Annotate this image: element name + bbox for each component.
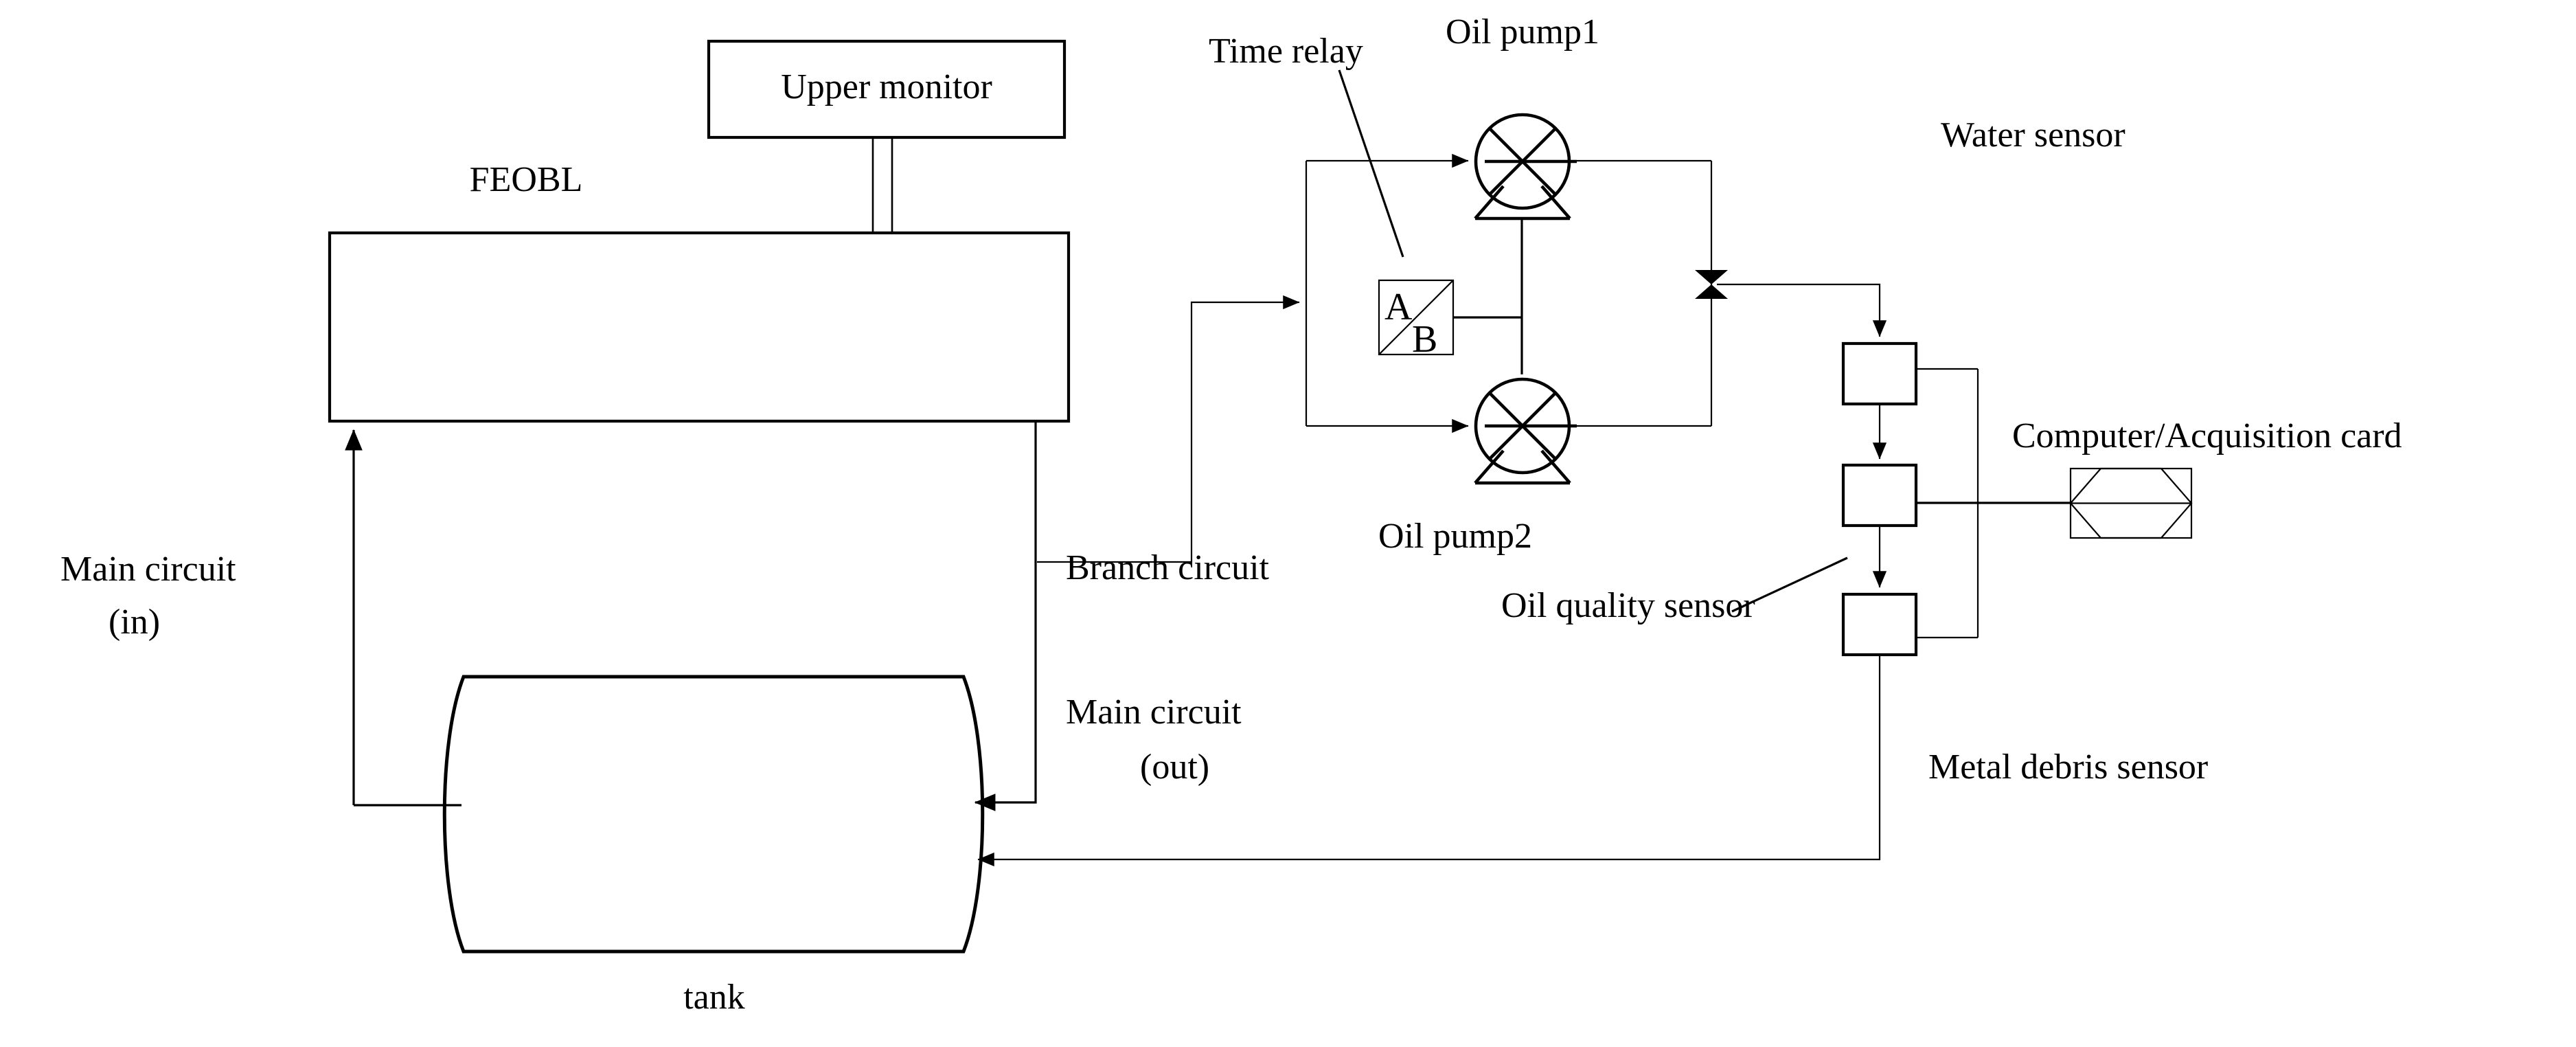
branch-circuit-label: Branch circuit [1066,548,1270,587]
feobl-label: FEOBL [470,160,583,199]
water-sensor-node[interactable] [1841,341,1918,406]
metal-debris-sensor-label: Metal debris sensor [1928,747,2208,787]
main-circuit-out-label-line1: Main circuit [1066,693,1242,732]
metal-debris-return-path [977,655,1881,867]
main-circuit-out-path [974,421,1037,811]
time-relay-diagonal [1378,280,1454,355]
time-relay-label-b: B [1412,318,1437,361]
oil-quality-leader-line [1731,556,1848,613]
upper-monitor-node[interactable]: Upper monitor [707,39,1067,139]
valve-to-water-sensor-path [1717,283,1887,337]
metal-debris-sensor-box [1841,592,1918,657]
branch-circuit-path [1037,295,1300,563]
valve-junction-icon [1695,270,1728,299]
water-sensor-box [1841,341,1918,406]
sensor-signal-bus [1916,368,2071,639]
tank-label: tank [683,978,745,1017]
time-relay-loop [1305,153,1713,434]
tank-node[interactable] [442,675,985,954]
tank-cylinder [442,675,985,954]
oil-pump-2-label: Oil pump2 [1378,517,1532,556]
upper-monitor-label: Upper monitor [781,67,992,106]
oil-pump-1-base [1474,185,1571,221]
time-relay-label-a: A [1384,286,1413,328]
oil-pump-1-node[interactable] [1474,113,1577,221]
main-circuit-in-path [345,429,461,807]
upper-monitor-box [707,39,1067,139]
oil-quality-sensor-node[interactable] [1841,463,1918,528]
main-circuit-in-label-line1: Main circuit [60,550,236,589]
oil-pump-2-base [1474,449,1571,485]
oil-quality-sensor-box [1841,463,1918,528]
computer-label: Computer/Acquisition card [2012,416,2402,455]
main-circuit-out-label-line2: (out) [1140,747,1209,787]
metal-debris-sensor-node[interactable] [1841,592,1918,657]
water-sensor-label: Water sensor [1941,115,2125,155]
oil-pump-1-label: Oil pump1 [1446,12,1599,52]
time-relay-leader-line [1338,69,1404,258]
time-relay-label: Time relay [1209,32,1363,71]
computer-node[interactable] [2069,467,2193,539]
oil-pump-2-node[interactable] [1474,377,1577,485]
feobl-node[interactable] [328,231,1071,423]
feobl-box [328,231,1071,423]
time-relay-node[interactable]: A B [1378,279,1522,361]
monitor-stem-connector [871,137,893,233]
main-circuit-in-label-line2: (in) [109,603,160,642]
oil-quality-sensor-label: Oil quality sensor [1501,586,1755,625]
